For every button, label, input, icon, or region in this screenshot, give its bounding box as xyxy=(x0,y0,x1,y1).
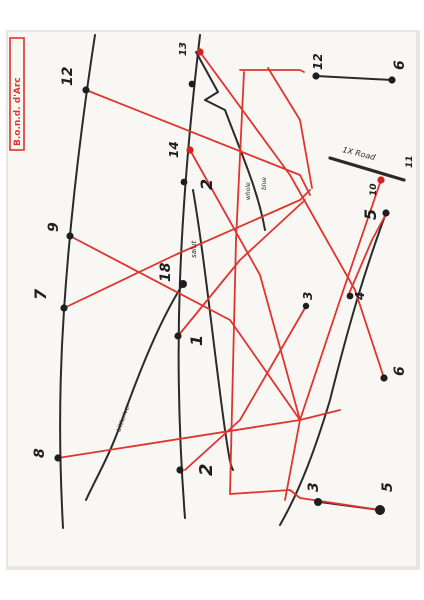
label-2-mid: 2 xyxy=(197,179,216,190)
label-8: 8 xyxy=(32,448,48,458)
red-line-top-horizontal xyxy=(239,69,305,73)
node-dot-5-bottom xyxy=(375,505,385,515)
node-dot-3-bottom xyxy=(314,498,322,506)
red-line-zig-right xyxy=(267,67,313,189)
black-line-right xyxy=(279,212,387,526)
red-line-top-star xyxy=(199,51,385,379)
red-line-4-to-right xyxy=(347,215,386,297)
node-dot-14 xyxy=(186,146,194,154)
black-line-diag-right xyxy=(192,189,234,471)
black-curve-littleriver xyxy=(85,283,184,501)
node-dot-18 xyxy=(179,280,187,288)
node-dot-8 xyxy=(54,454,62,462)
label-3-bottom: 3 xyxy=(306,482,322,492)
red-line-bottom-loop xyxy=(229,489,381,511)
label-11: 11 xyxy=(405,155,415,168)
label-18: 18 xyxy=(158,262,174,282)
node-dot-12-right xyxy=(312,72,320,80)
red-line-top-left-drop xyxy=(229,71,245,495)
label-4: 4 xyxy=(353,292,367,301)
node-dot-5-right xyxy=(382,209,390,217)
stamp-text: B.o.n.d. d'Arc xyxy=(13,77,23,146)
node-dot-12-left xyxy=(82,86,90,94)
node-dot-6-right xyxy=(380,374,388,382)
node-dot-9 xyxy=(66,232,74,240)
red-line-9-to-bottom xyxy=(69,235,301,421)
node-dot-2-mid xyxy=(180,178,188,186)
label-10: 10 xyxy=(369,183,379,196)
label-9: 9 xyxy=(46,222,62,232)
black-line-top-right xyxy=(315,75,393,81)
stamp: B.o.n.d. d'Arc xyxy=(9,37,25,151)
node-dot-3-mid xyxy=(302,302,310,310)
annotation-salut: salut xyxy=(190,241,198,258)
paper-sheet xyxy=(8,32,416,566)
label-12-left: 12 xyxy=(60,67,76,86)
node-dot-4 xyxy=(346,292,354,300)
red-line-1-to-13 xyxy=(177,199,306,337)
red-line-12-to-13 xyxy=(85,89,311,196)
black-line-center xyxy=(177,34,201,519)
annotation-whole: whole xyxy=(245,182,252,200)
label-3-mid: 3 xyxy=(301,292,315,300)
label-5-bottom: 5 xyxy=(380,482,396,492)
red-line-11-down xyxy=(284,179,382,501)
node-dot-13 xyxy=(196,48,204,56)
annotation-blue: blue xyxy=(261,177,268,190)
label-6-top: 6 xyxy=(392,60,408,70)
node-dot-11 xyxy=(377,176,385,184)
label-1: 1 xyxy=(187,335,206,346)
label-2-bottom: 2 xyxy=(196,463,217,476)
node-dot-2-bottom xyxy=(176,466,184,474)
black-zigzag xyxy=(195,51,266,231)
red-line-14-to-right xyxy=(189,149,301,421)
node-dot-7 xyxy=(60,304,68,312)
node-dot-1 xyxy=(174,332,182,340)
node-dot-6-top xyxy=(388,76,396,84)
label-5-right: 5 xyxy=(361,209,380,220)
label-13: 13 xyxy=(178,42,189,56)
red-line-7-to-3 xyxy=(63,189,311,309)
label-7: 7 xyxy=(31,288,50,300)
label-14: 14 xyxy=(167,141,181,158)
red-line-2-to-3mid xyxy=(184,307,306,471)
black-road-bar xyxy=(328,156,406,182)
label-12-right: 12 xyxy=(311,53,325,70)
label-6-right: 6 xyxy=(392,366,408,376)
node-dot-13b xyxy=(188,80,196,88)
